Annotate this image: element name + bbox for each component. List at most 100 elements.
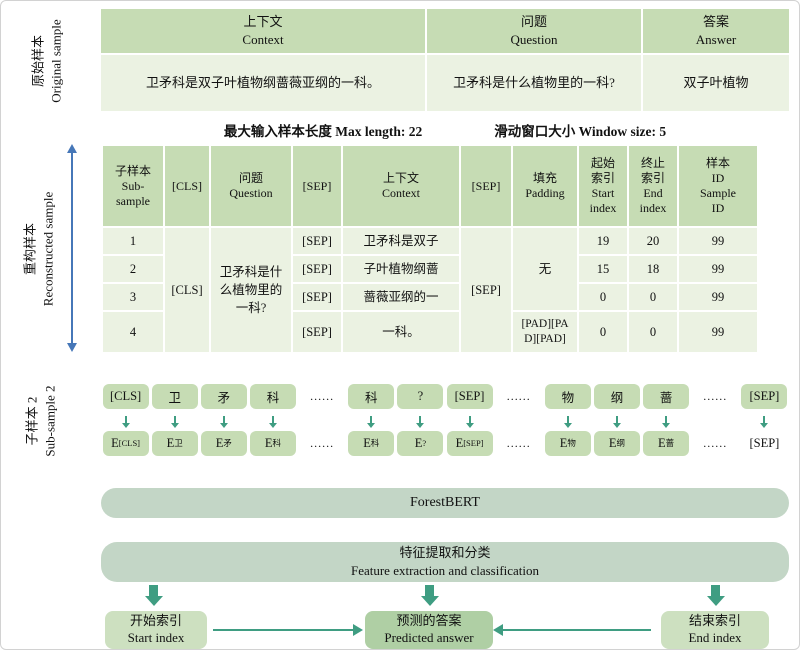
token-embed-arrow: [592, 412, 641, 428]
down-arrow-icon: [662, 416, 671, 428]
arrow-gap: [691, 412, 740, 427]
down-arrow-icon: [612, 416, 621, 428]
reconstructed-sample-table: 子样本 Sub- sample [CLS] 问题 Question [SEP] …: [101, 144, 759, 354]
embedding-box: E[SEP]: [445, 429, 494, 457]
orig-cell-context: 卫矛科是双子叶植物纲蔷薇亚纲的一科。: [101, 55, 425, 111]
orig-header-context: 上下文 Context: [101, 9, 425, 53]
ellipsis-text: ......: [310, 435, 335, 450]
recon-header-padding: 填充 Padding: [513, 146, 577, 226]
down-arrow-icon: [144, 585, 163, 606]
token-box: ?: [396, 383, 445, 410]
token-label: [SEP]: [446, 384, 493, 409]
token-embed-arrow: [248, 412, 297, 428]
cell-sampleid-2: 99: [679, 256, 757, 282]
ellipsis-text: ......: [310, 389, 335, 403]
token-label: [SEP]: [741, 384, 788, 409]
orig-header-answer: 答案 Answer: [643, 9, 789, 53]
recon-header-end-index: 终止 索引 End index: [629, 146, 677, 226]
down-arrow-icon: [563, 416, 572, 428]
token-label: 物: [544, 384, 591, 409]
cell-padding-none: 无: [513, 228, 577, 310]
token-box: 科: [347, 383, 396, 410]
ellipsis: ......: [494, 383, 543, 410]
token-embed-arrow: [150, 412, 199, 428]
predicted-answer-box: 预测的答案 Predicted answer: [365, 611, 493, 649]
token-embed-arrow: [347, 412, 396, 428]
cell-end-4: 0: [629, 312, 677, 352]
start-index-box: 开始索引 Start index: [105, 611, 207, 649]
ellipsis: ......: [691, 429, 740, 457]
sep-token-label: [SEP]: [749, 435, 780, 450]
cell-sampleid-4: 99: [679, 312, 757, 352]
arrow-gap: [298, 412, 347, 427]
token-box: 纲: [592, 383, 641, 410]
recon-row-1: 1 [CLS] 卫矛科是什么植物里的一科? [SEP] 卫矛科是双子 [SEP]…: [103, 228, 757, 352]
token-arrow-row: [101, 412, 789, 428]
sep-token-plain: [SEP]: [740, 429, 789, 457]
recon-row-4: 4 [SEP] 一科。 [PAD][PAD][PAD] 0 0 99: [103, 312, 757, 352]
ellipsis-text: ......: [703, 435, 728, 450]
token-embed-arrow: [543, 412, 592, 428]
token-box: [CLS]: [101, 383, 150, 410]
cell-sep2-merged: [SEP]: [461, 228, 511, 352]
cell-sampleid-3: 99: [679, 284, 757, 310]
token-embed-arrow: [101, 412, 150, 428]
token-label: 蔷: [643, 384, 690, 409]
recon-header-start-index: 起始 索引 Start index: [579, 146, 627, 226]
cell-end-1: 20: [629, 228, 677, 254]
token-embed-arrow: [199, 412, 248, 428]
token-label: 矛: [200, 384, 247, 409]
recon-header-cls: [CLS]: [165, 146, 209, 226]
down-arrow-icon: [706, 585, 725, 606]
embedding-label: E[SEP]: [446, 430, 493, 456]
cell-end-2: 18: [629, 256, 677, 282]
cell-sampleid-1: 99: [679, 228, 757, 254]
cell-start-4: 0: [579, 312, 627, 352]
feature-extraction-bar: 特征提取和分类 Feature extraction and classific…: [101, 542, 789, 582]
token-box: 卫: [150, 383, 199, 410]
recon-header-subsample: 子样本 Sub- sample: [103, 146, 163, 226]
cell-end-3: 0: [629, 284, 677, 310]
cell-start-3: 0: [579, 284, 627, 310]
recon-header-sample-id: 样本 ID Sample ID: [679, 146, 757, 226]
side-label-original-sample: 原始样本 Original sample: [30, 19, 63, 103]
cell-context-2: 子叶植物纲蔷: [343, 256, 459, 282]
down-arrow-icon: [170, 416, 179, 428]
embedding-label: E?: [397, 430, 444, 456]
cell-start-2: 15: [579, 256, 627, 282]
token-embed-arrow: [445, 412, 494, 428]
cell-context-3: 蔷薇亚纲的一: [343, 284, 459, 310]
token-label: 科: [249, 384, 296, 409]
ellipsis: ......: [691, 383, 740, 410]
cell-sep-4: [SEP]: [293, 312, 341, 352]
arrow-gap: [494, 412, 543, 427]
recon-row-3: 3 [SEP] 蔷薇亚纲的一 0 0 99: [103, 284, 757, 310]
cell-cls-merged: [CLS]: [165, 228, 209, 352]
token-label: 科: [348, 384, 395, 409]
down-arrow-icon: [416, 416, 425, 428]
max-length-text: 最大输入样本长度 Max length: 22: [223, 124, 423, 139]
right-arrow-icon: [213, 624, 363, 636]
down-arrow-icon: [121, 416, 130, 428]
forestbert-bar: ForestBERT: [101, 488, 789, 518]
down-arrow-icon: [760, 416, 769, 428]
token-label: 卫: [151, 384, 198, 409]
down-arrow-icon: [268, 416, 277, 428]
recon-row-2: 2 [SEP] 子叶植物纲蔷 15 18 99: [103, 256, 757, 282]
token-embed-arrow: [740, 412, 789, 428]
vertical-double-arrow-icon: [67, 144, 77, 352]
orig-cell-question: 卫矛科是什么植物里的一科?: [427, 55, 641, 111]
ellipsis: ......: [298, 429, 347, 457]
down-arrow-icon: [219, 416, 228, 428]
embedding-box: E?: [396, 429, 445, 457]
